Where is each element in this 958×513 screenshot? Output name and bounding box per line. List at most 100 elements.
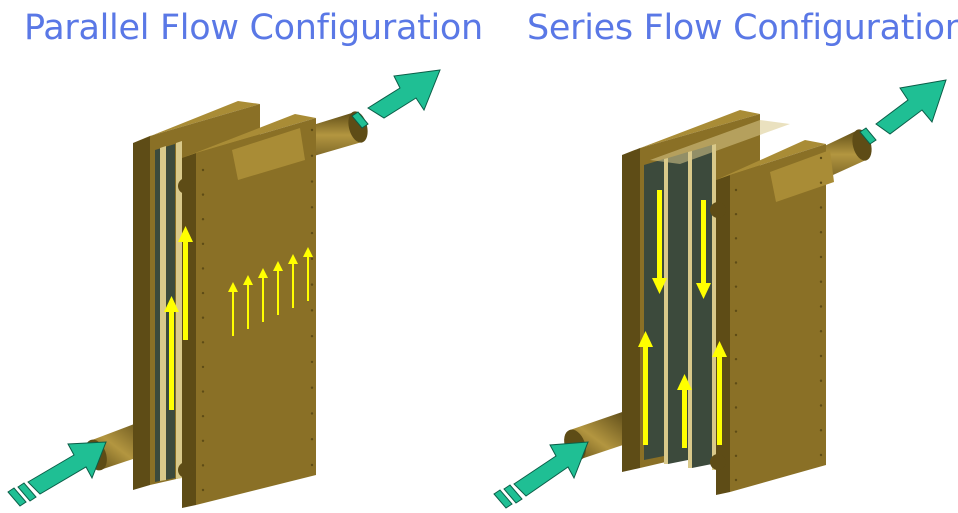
series-back-plate-side [622, 148, 640, 472]
parallel-gasket-2 [176, 141, 182, 479]
series-front-plate-front [730, 144, 826, 492]
rivet [734, 212, 738, 216]
rivet [201, 242, 205, 246]
series-flow-title: Series Flow Configuration [527, 8, 958, 48]
rivet [201, 464, 205, 467]
series-front-plate-top [716, 140, 826, 180]
yellow-arrow-icon [303, 247, 313, 301]
teal-arrow-icon [493, 441, 589, 509]
rivet [310, 180, 314, 183]
series-exchanger [493, 79, 947, 509]
rivet [734, 478, 738, 482]
rivet [310, 128, 314, 132]
series-flow-arrows [638, 190, 727, 448]
rivet [734, 309, 738, 313]
series-gasket-1 [664, 158, 668, 464]
rivet [201, 218, 205, 221]
yellow-arrow-icon [288, 254, 298, 308]
rivet [819, 231, 823, 234]
rivet [201, 365, 205, 369]
parallel-outlet-header [232, 128, 305, 180]
rivet [310, 334, 314, 338]
rivet [310, 438, 314, 441]
rivet [201, 439, 205, 442]
rivet [310, 231, 314, 235]
rivet [734, 357, 738, 361]
rivet [819, 429, 823, 432]
rivet [819, 181, 823, 184]
yellow-arrow-icon [677, 374, 692, 448]
rivet [310, 360, 314, 364]
series-front-plate-side [716, 175, 730, 495]
rivet [734, 406, 738, 409]
parallel-port-bottom [178, 462, 194, 478]
yellow-arrow-icon [652, 190, 667, 294]
rivet [819, 206, 823, 209]
series-port-top [710, 202, 726, 218]
yellow-arrow-icon [228, 282, 238, 336]
parallel-flow-arrows [164, 226, 313, 410]
series-channel-3 [692, 145, 712, 468]
yellow-arrow-icon [178, 226, 193, 340]
series-outlet-header [770, 150, 834, 202]
series-port-bottom [710, 454, 726, 470]
rivet [201, 316, 205, 319]
yellow-arrow-icon [164, 296, 179, 410]
parallel-gasket-1 [160, 146, 166, 481]
rivet [819, 280, 823, 283]
series-gasket-2 [688, 151, 692, 468]
rivet [819, 354, 823, 358]
yellow-arrow-icon [712, 341, 727, 445]
parallel-flow-title: Parallel Flow Configuration [24, 8, 483, 48]
rivet [201, 488, 205, 492]
yellow-arrow-icon [243, 275, 253, 329]
yellow-arrow-icon [638, 331, 653, 445]
rivet [734, 382, 738, 385]
series-gasket-3 [712, 144, 716, 470]
teal-arrow-icon [859, 79, 947, 145]
rivet [201, 390, 205, 393]
rivet [734, 261, 738, 264]
yellow-arrow-icon [273, 261, 283, 315]
teal-arrow-icon [7, 441, 107, 507]
rivet [201, 193, 205, 196]
rivet [819, 330, 823, 333]
rivet [310, 206, 314, 209]
rivet [310, 412, 314, 415]
rivet [310, 257, 314, 261]
rivet [819, 379, 823, 382]
rivet [310, 154, 314, 157]
rivet [734, 454, 738, 458]
parallel-exchanger [7, 69, 441, 508]
parallel-front-plate-top [182, 114, 316, 158]
parallel-back-plate-side [133, 136, 150, 490]
teal-arrow-icon [351, 69, 441, 129]
rivet [201, 291, 205, 295]
parallel-front-plate-front [196, 118, 316, 505]
rivet [310, 283, 314, 286]
rivet [201, 341, 205, 344]
rivet [734, 188, 738, 192]
series-inlet-pipe [570, 410, 638, 460]
rivet [201, 168, 205, 172]
yellow-arrow-icon [258, 268, 268, 322]
series-outlet-arrow [875, 79, 947, 135]
series-inlet-arrow [513, 441, 589, 497]
parallel-back-plate-top [133, 101, 260, 143]
rivet [734, 430, 738, 433]
parallel-outlet-arrow [367, 69, 441, 119]
series-top-gaskets [650, 120, 790, 164]
rivet [734, 333, 738, 337]
rivet [201, 267, 205, 270]
rivet [819, 156, 823, 160]
rivet [819, 305, 823, 308]
rivet [819, 404, 823, 407]
rivet [310, 309, 314, 312]
rivet [310, 386, 314, 389]
rivet [310, 463, 314, 467]
rivet [734, 237, 738, 240]
rivet [819, 255, 823, 259]
rivet [201, 414, 205, 418]
parallel-inlet-arrow [27, 441, 107, 495]
